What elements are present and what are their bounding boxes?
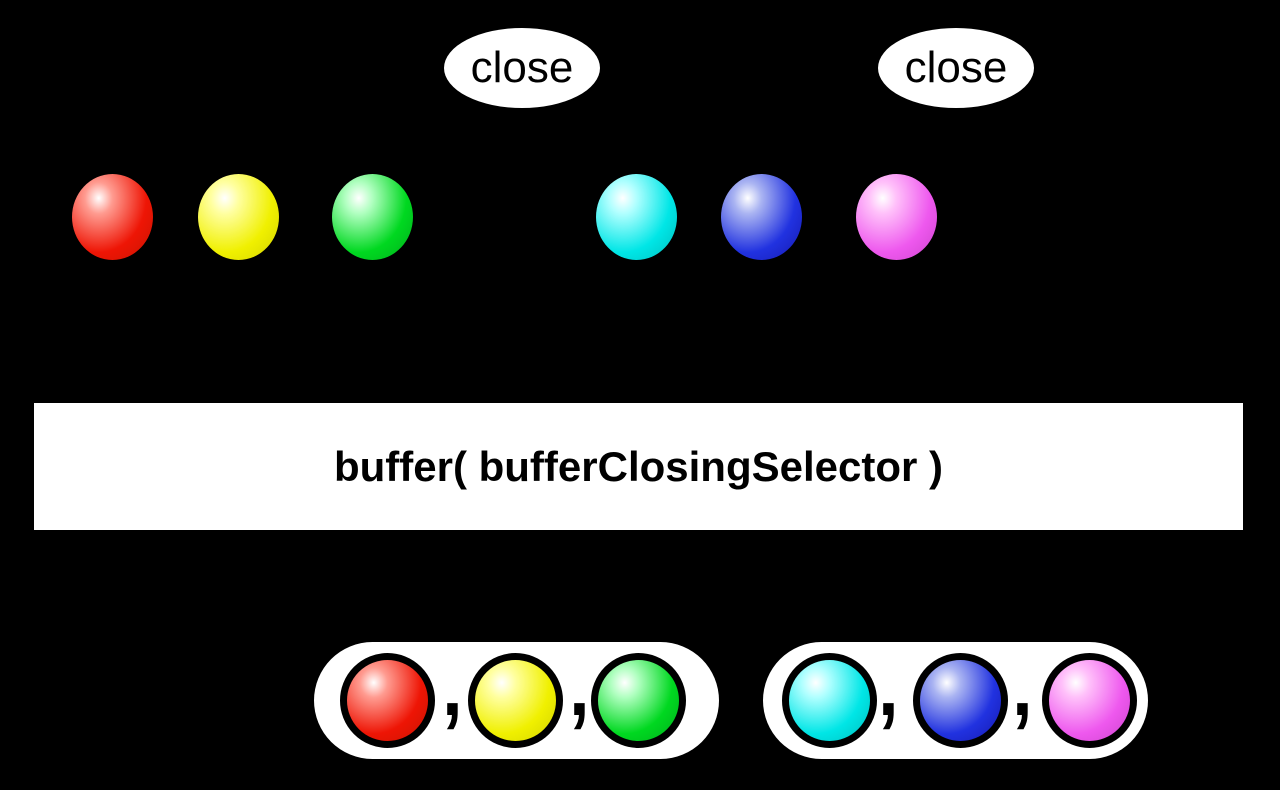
operator-box: buffer( bufferClosingSelector ) xyxy=(34,403,1243,530)
buffered-marble-green xyxy=(591,653,686,748)
source-marble-cyan xyxy=(596,174,677,260)
comma-separator: , xyxy=(873,616,904,739)
close-event-1: close xyxy=(444,28,600,108)
source-marble-magenta xyxy=(856,174,937,260)
buffered-marble-yellow xyxy=(468,653,563,748)
source-marble-red xyxy=(72,174,153,260)
source-marble-blue xyxy=(721,174,802,260)
comma-separator: , xyxy=(564,616,595,739)
comma-separator: , xyxy=(1007,616,1038,739)
close-event-2: close xyxy=(878,28,1034,108)
comma-separator: , xyxy=(437,616,468,739)
close-event-2-label: close xyxy=(904,43,1008,92)
buffered-marble-magenta xyxy=(1042,653,1137,748)
buffered-marble-cyan xyxy=(782,653,877,748)
buffered-marble-blue xyxy=(913,653,1008,748)
buffered-marble-red xyxy=(340,653,435,748)
source-marble-green xyxy=(332,174,413,260)
source-marble-yellow xyxy=(198,174,279,260)
close-event-1-label: close xyxy=(470,43,574,92)
operator-label: buffer( bufferClosingSelector ) xyxy=(333,442,944,490)
